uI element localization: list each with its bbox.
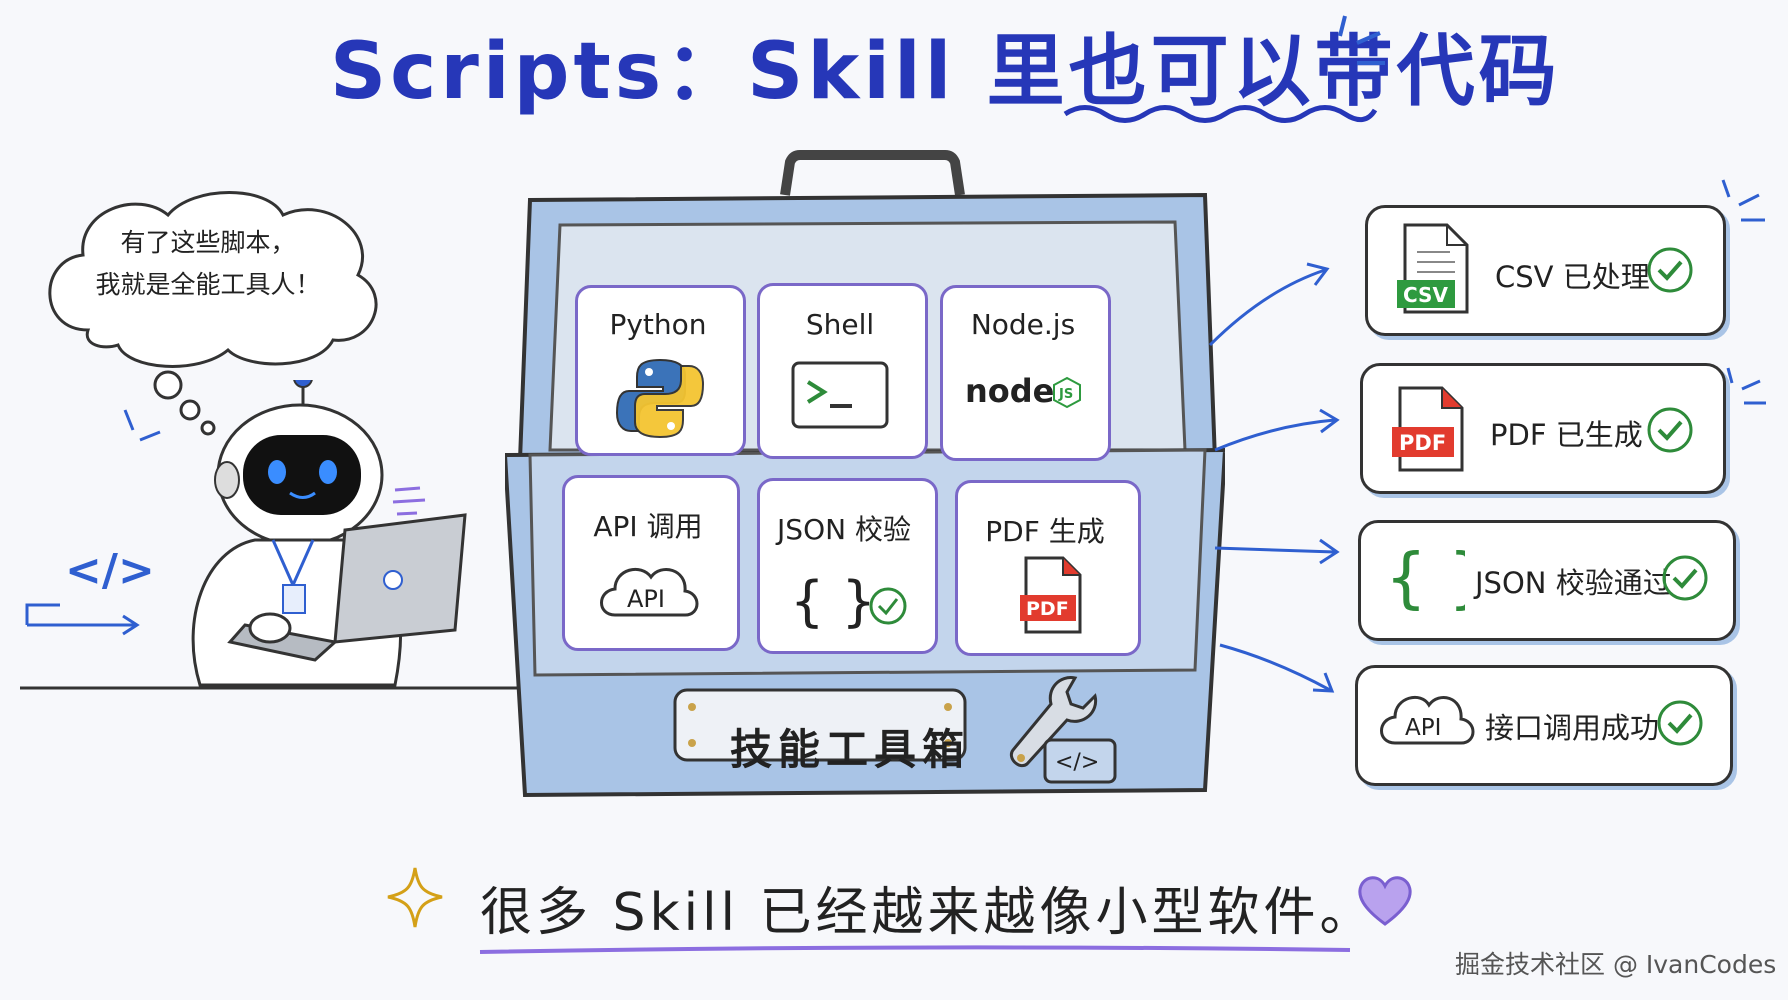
toolbox-label: 技能工具箱 [729,725,970,774]
card-json-label: JSON 校验 [777,513,911,546]
output-arrows [1208,262,1340,693]
sparkle-lines [1726,367,1766,405]
result-json-text: JSON 校验通过 [1475,566,1672,600]
title-sparkle-lines [1338,15,1385,65]
svg-text:JS: JS [1058,387,1073,402]
card-nodejs-label: Node.js [970,308,1076,341]
check-icon [1647,247,1693,293]
python-logo-icon [615,358,705,439]
json-braces-check-icon: { } [790,570,907,633]
title-wavy-underline [1063,105,1378,123]
svg-text:PDF: PDF [1026,598,1069,620]
check-icon [1662,555,1708,601]
bottom-note: 很多 Skill 已经越来越像小型软件。 [480,883,1376,943]
pdf-file-icon: PDF [1020,556,1082,634]
svg-text:</>: </> [1055,750,1099,775]
thought-bubble-text: 有了这些脚本， 我就是全能工具人！ [48,222,368,306]
watermark: 掘金技术社区 @ IvanCodes [1455,950,1777,979]
result-api-text: 接口调用成功 [1485,711,1660,745]
thought-bubble [48,191,378,436]
svg-text:API: API [1405,715,1441,741]
card-api-label: API 调用 [593,510,703,543]
card-json-validate [757,478,938,654]
nodejs-logo-icon: node JS [965,372,1081,410]
json-braces-icon: { } [1385,539,1465,616]
robot-with-laptop-illustration: </> [20,380,520,690]
code-symbol-icon: </> [65,545,155,596]
card-nodejs [940,285,1111,461]
terminal-icon [791,361,889,429]
sparkle-lines [1721,179,1765,222]
wrench-code-icon: </> [1010,676,1117,784]
toolbox-plaque [673,688,967,762]
bottom-underline [479,945,1351,954]
cloud-api-icon-result: API [1380,695,1475,745]
check-icon [1657,700,1703,746]
card-pdf-label: PDF 生成 [985,515,1105,548]
csv-file-icon: CSV [1397,223,1469,314]
sparkle-star-icon [387,867,443,928]
card-api-call [562,475,740,651]
pdf-file-icon-result: PDF [1392,386,1464,472]
svg-text:node: node [965,372,1054,410]
thought-line-2: 我就是全能工具人！ [95,270,321,299]
svg-text:API: API [627,585,665,613]
svg-text:{ }: { } [1385,539,1465,616]
result-pdf-text: PDF 已生成 [1490,418,1643,452]
page-title: Scripts：Skill 里也可以带代码 [330,27,1561,117]
result-csv-text: CSV 已处理 [1495,260,1650,294]
svg-text:{ }: { } [790,570,876,633]
card-python-label: Python [609,308,707,341]
heart-icon [1358,876,1412,926]
thought-line-1: 有了这些脚本， [120,228,296,257]
svg-text:CSV: CSV [1403,283,1448,307]
svg-text:PDF: PDF [1399,431,1446,455]
card-shell-label: Shell [805,308,875,341]
check-icon [1647,407,1693,453]
result-card-json [1358,520,1736,641]
cloud-api-icon: API [600,567,699,617]
